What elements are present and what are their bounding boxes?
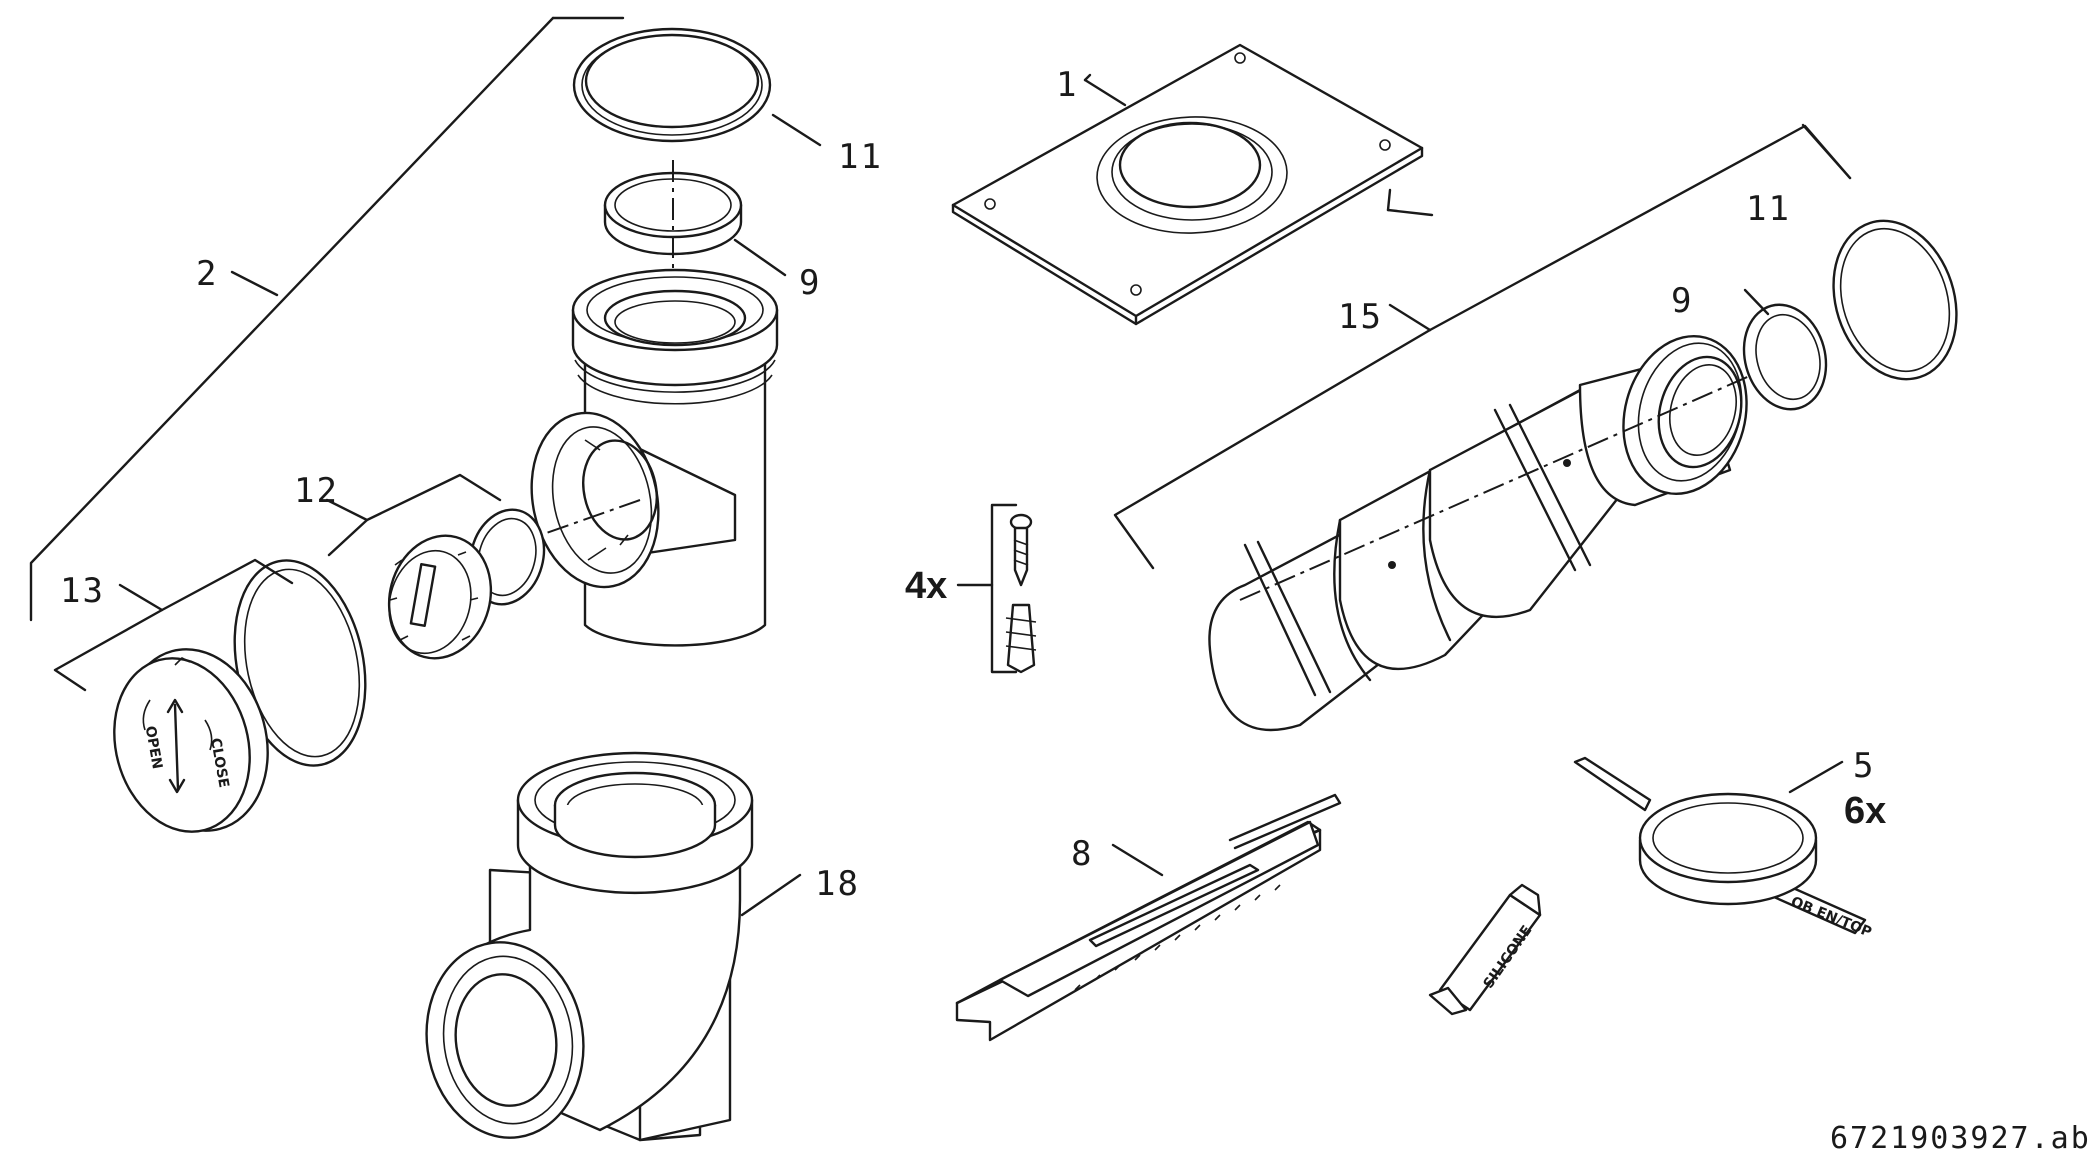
- label-part-2: 2: [196, 254, 218, 294]
- label-part-11-right: 11: [1746, 189, 1791, 229]
- cap-open-label: OPEN: [142, 725, 165, 771]
- seal-ring-large-right: [1832, 219, 1958, 381]
- qty-screws: 4x: [905, 565, 947, 607]
- label-part-18: 18: [815, 864, 860, 904]
- label-part-8: 8: [1071, 834, 1093, 874]
- seal-ring-large-left: [572, 27, 772, 143]
- inspection-tee: [530, 268, 779, 647]
- inner-cap: [387, 534, 493, 660]
- label-part-1: 1: [1056, 65, 1078, 105]
- qty-spacers: 6x: [1844, 790, 1886, 832]
- mounting-rail: [955, 793, 1342, 1042]
- label-part-9-left: 9: [799, 263, 821, 303]
- pipe-spacer: OB EN/TOP: [1573, 756, 1874, 941]
- label-part-12: 12: [294, 471, 339, 511]
- screws-and-plugs: [956, 503, 1037, 674]
- label-part-5: 5: [1853, 746, 1875, 786]
- extension-pipe: [1208, 334, 1748, 732]
- axis-line-branch: [469, 499, 641, 561]
- label-part-9-right: 9: [1671, 281, 1693, 321]
- silicone-tube: SILICONE: [1428, 883, 1542, 1016]
- label-part-15: 15: [1338, 297, 1383, 337]
- elbow-bend: [425, 751, 754, 1142]
- axis-line-pipe: [1239, 344, 1821, 601]
- seal-ring-small-right: [1742, 303, 1828, 411]
- open-close-cap: OPEN CLOSE: [113, 648, 269, 833]
- label-part-13: 13: [60, 571, 105, 611]
- label-part-11-left: 11: [838, 137, 883, 177]
- leader-lines: [29, 16, 1852, 917]
- drawing-id: 6721903927.ab: [1830, 1121, 2091, 1156]
- wall-plate: [951, 43, 1424, 326]
